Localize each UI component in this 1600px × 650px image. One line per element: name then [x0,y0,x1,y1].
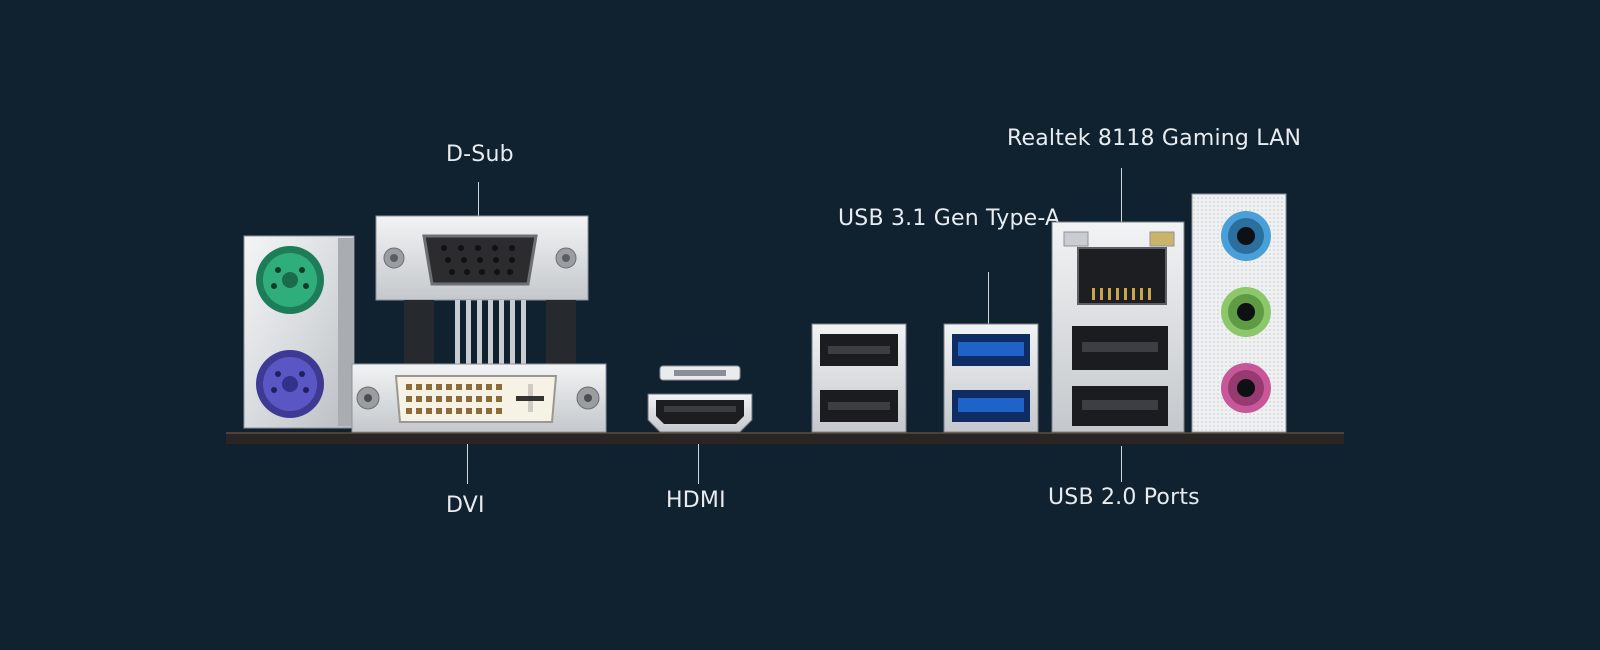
leader-lan [1121,168,1122,232]
leader-dsub [478,182,479,230]
lan-usb20-stack [1051,221,1185,433]
label-dsub: D-Sub [446,142,514,167]
usb31-stack-blue [943,323,1039,433]
label-usb20: USB 2.0 Ports [1048,485,1200,510]
label-usb31: USB 3.1 Gen Type-A [838,206,1061,231]
audio-jack-stack [1191,193,1287,433]
leader-usb31 [988,272,989,324]
leader-usb20 [1121,446,1122,482]
label-dvi: DVI [446,493,485,518]
leader-hdmi [698,444,699,484]
label-lan: Realtek 8118 Gaming LAN [1007,126,1302,151]
usb-stack-black [811,323,907,433]
pcb-edge [226,432,1344,444]
ps2-port-stack [243,235,355,429]
dvi-port [351,363,607,433]
leader-dvi [467,442,468,484]
hdmi-port [647,365,753,433]
label-hdmi: HDMI [666,488,726,513]
dsub-port [375,215,589,366]
